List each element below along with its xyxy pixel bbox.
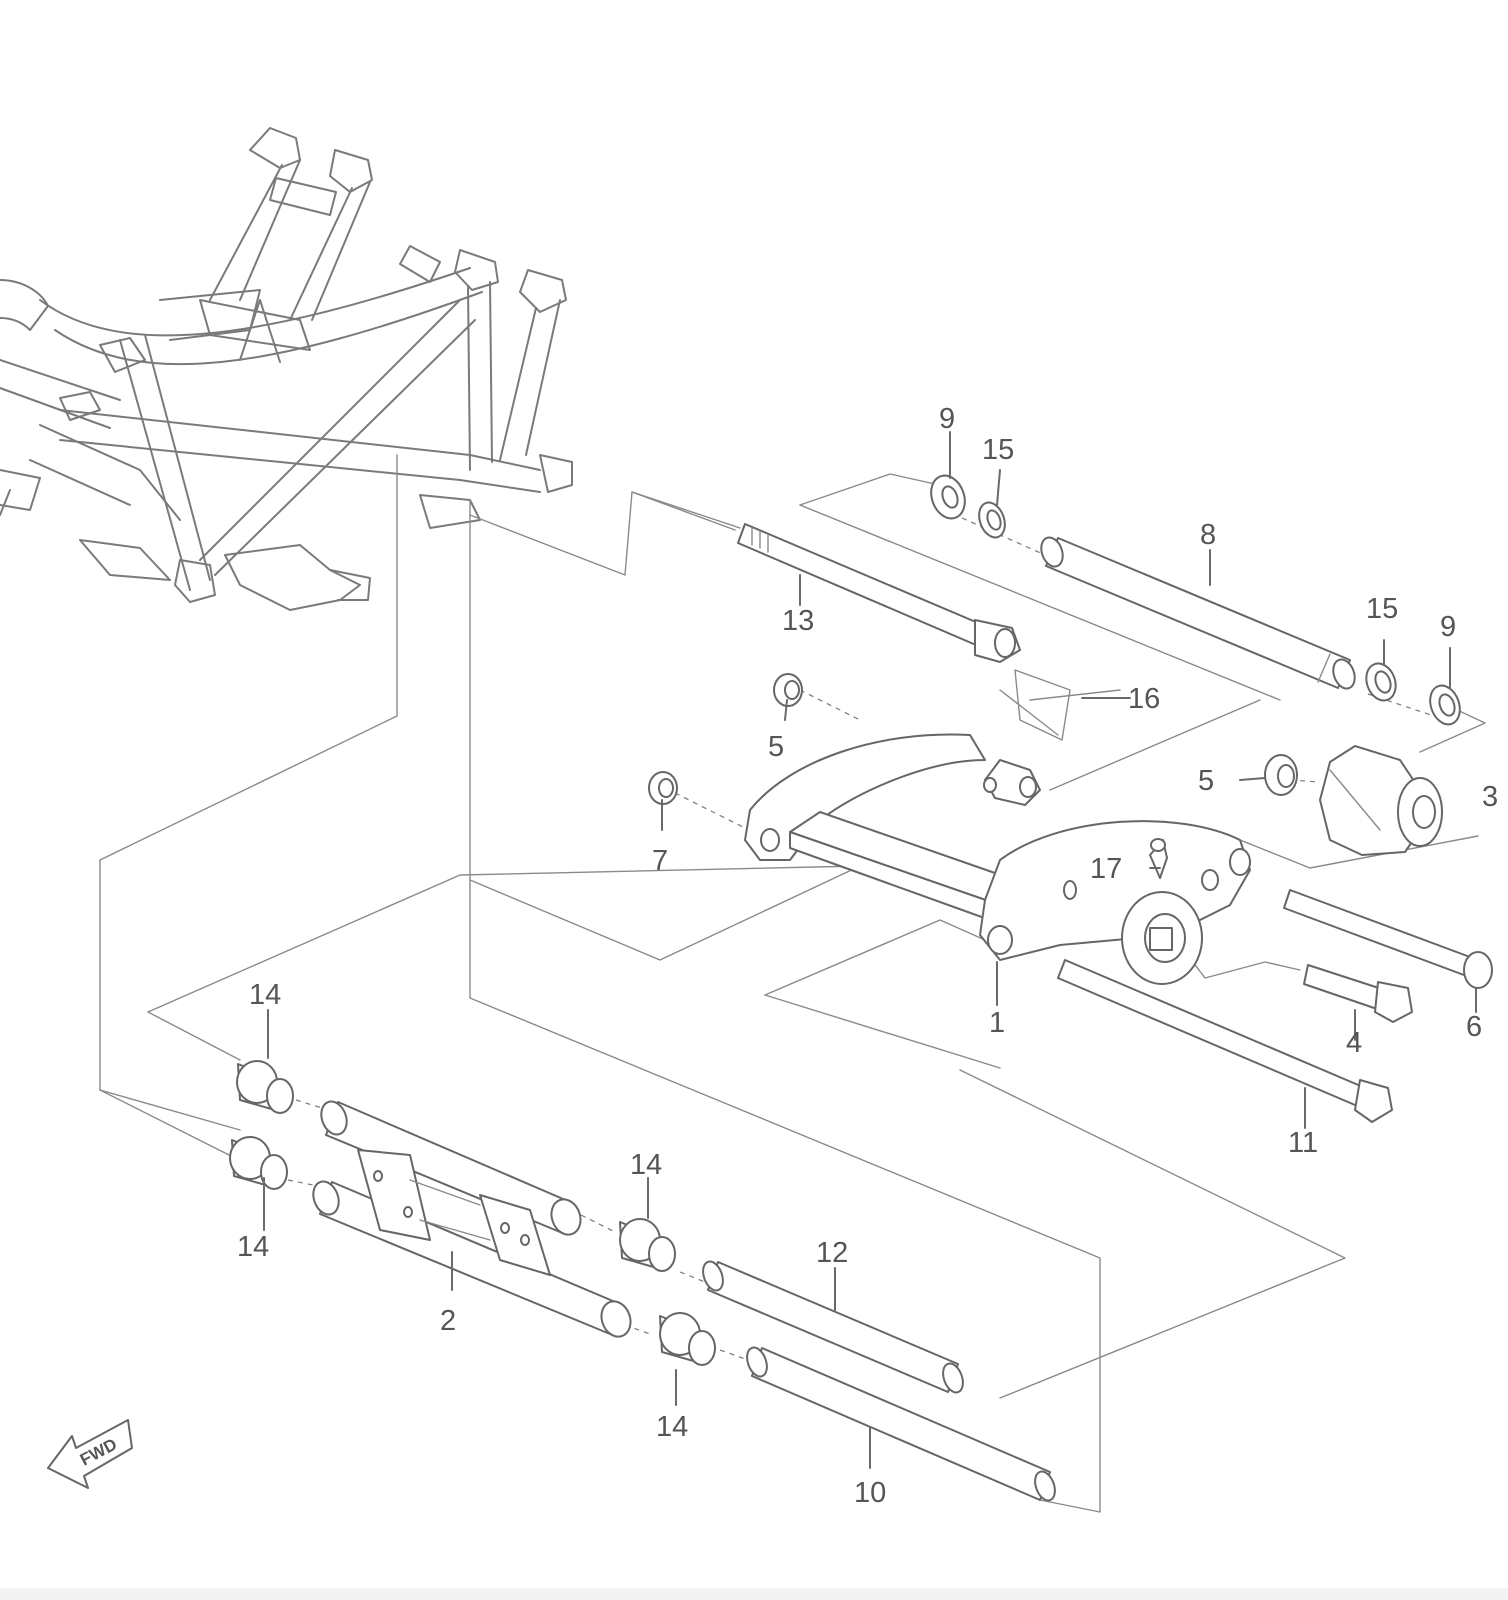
tube-12 [702,1260,964,1394]
bolt-6 [1283,889,1493,989]
callout-8: 8 [1200,519,1216,551]
bolt-4 [1303,964,1413,1023]
page-bottom-edge [0,1588,1508,1600]
tube-10 [746,1346,1056,1502]
callout-5-left: 5 [768,731,784,763]
callout-9-top: 9 [939,403,955,435]
bolt-11 [1057,959,1393,1123]
callout-14-middle: 14 [630,1149,662,1181]
callout-7: 7 [652,845,668,877]
damper-3 [1319,745,1443,856]
callout-16: 16 [1128,683,1160,715]
washer-9-right [1429,684,1461,726]
vehicle-frame [0,127,573,611]
callout-5-right: 5 [1198,765,1214,797]
bushing-14-lower-right [659,1312,716,1366]
forward-direction-indicator: FWD [47,1419,133,1489]
callout-numbers: 9 15 8 15 9 13 16 5 5 3 7 17 1 4 6 11 14… [237,403,1498,1509]
callout-4: 4 [1346,1027,1362,1059]
spacer-tube-8 [1040,536,1356,690]
bushing-14-middle [619,1218,676,1272]
callout-3: 3 [1482,781,1498,813]
callout-leaders [263,431,1477,1469]
callout-9-right: 9 [1440,611,1456,643]
washer-9-top [930,474,966,520]
callout-11: 11 [1288,1127,1318,1159]
callout-13: 13 [782,605,814,637]
callout-15-top: 15 [982,434,1014,466]
callout-14-lower-right: 14 [656,1411,688,1443]
callout-12: 12 [816,1237,848,1269]
pivot-bolt-13 [737,523,1021,663]
cross-member-2 [312,1100,632,1338]
callout-1: 1 [989,1007,1005,1039]
bracket-16 [999,669,1121,741]
bushing-14-lower-left [229,1136,288,1190]
bushing-5-left [773,673,803,707]
callout-10: 10 [854,1477,886,1509]
seal-15-right [1365,662,1397,702]
bushing-5-right [1264,754,1298,796]
bushing-7 [648,771,678,805]
callout-17: 17 [1090,853,1122,885]
bushing-14-upper-left [236,1060,294,1114]
swing-arm-1 [744,733,1251,985]
callout-14-lower-left: 14 [237,1231,269,1263]
callout-2: 2 [440,1305,456,1337]
seal-15-top [978,501,1006,539]
callout-15-right: 15 [1366,593,1398,625]
assembly-guide-lines [99,454,1486,1513]
callout-14-upper-left: 14 [249,979,281,1011]
callout-6: 6 [1466,1011,1482,1043]
